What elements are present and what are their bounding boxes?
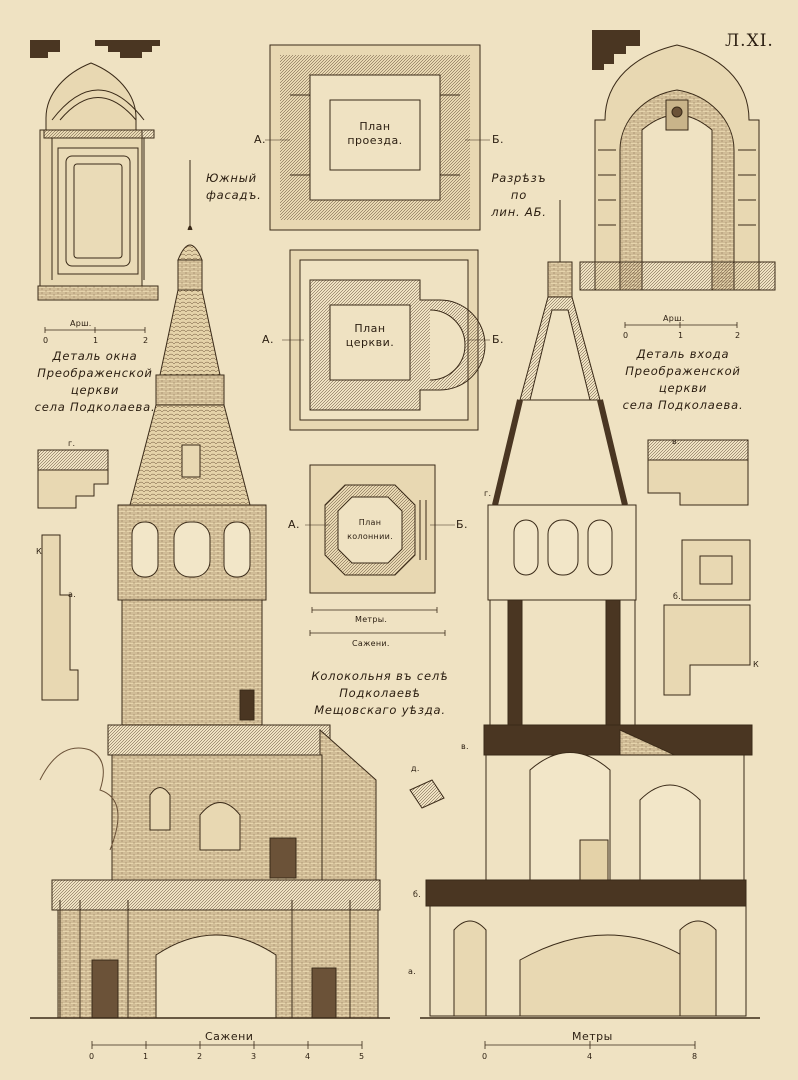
scale-arsh-right-tick-2: 2 — [735, 331, 741, 340]
mark-g-section: г. — [484, 489, 492, 498]
section-mark-b-3: Б. — [456, 518, 469, 531]
mark-v-right: в. — [672, 437, 680, 446]
mark-k-left: К — [36, 547, 42, 556]
plan-church-drawing — [289, 249, 486, 431]
entrance-detail-caption: Деталь входа Преображенской церкви села … — [622, 347, 744, 412]
mark-a-left: а. — [68, 590, 77, 599]
bell-tower-title: Колокольня въ селѣ Подколаевѣ Мещовскаго… — [311, 669, 449, 717]
mark-k-right: К — [753, 660, 759, 669]
profile-details-left — [37, 449, 109, 701]
mark-b-right: б. — [673, 592, 682, 601]
plan-church-label: План церкви. — [345, 322, 395, 349]
scale-sazheni-bottom-label: Сажени — [205, 1030, 254, 1043]
bell-tower-section-drawing — [420, 200, 760, 1019]
scale-sazheni-tick-2: 2 — [197, 1052, 203, 1061]
mark-a-section: а. — [408, 967, 417, 976]
scale-sazheni-tick-0: 0 — [89, 1052, 95, 1061]
scale-sazheni-tick-4: 4 — [305, 1052, 311, 1061]
section-ab-label: Разрѣзъ по лин. АБ. — [491, 171, 547, 219]
scale-arsh-right-tick-0: 0 — [623, 331, 629, 340]
cornice-profile-left — [30, 40, 160, 58]
plan-colonnade-label: План колоннии. — [347, 518, 393, 541]
scale-metres-bottom-label: Метры — [572, 1030, 613, 1043]
cornice-profile-right — [592, 30, 640, 70]
section-lines — [265, 139, 490, 526]
scale-arsh-right-label: Арш. — [663, 314, 685, 323]
scale-arsh-left-tick-2: 2 — [143, 336, 149, 345]
mark-v-section: в. — [461, 742, 469, 751]
section-mark-a-1: А. — [254, 133, 267, 146]
plate-number: Л.XI. — [725, 31, 774, 51]
entrance-detail-drawing — [579, 44, 776, 291]
scale-arsh-left-tick-1: 1 — [93, 336, 99, 345]
mark-g-left: г. — [68, 439, 76, 448]
detail-d-drawing — [409, 779, 445, 809]
profile-details-right — [647, 439, 751, 696]
scale-arsh-left-label: Арш. — [70, 319, 92, 328]
south-facade-label: Южный фасадъ. — [206, 171, 262, 202]
scale-arsh-left-tick-0: 0 — [43, 336, 49, 345]
scale-metres-tick-0: 0 — [482, 1052, 488, 1061]
section-mark-b-1: Б. — [492, 133, 505, 146]
scale-metres-tick-1: 4 — [587, 1052, 593, 1061]
mark-d: д. — [411, 764, 420, 773]
scale-metres-mid-label: Метры. — [355, 615, 388, 624]
bell-tower-facade-drawing — [30, 160, 390, 1019]
section-mark-a-3: А. — [288, 518, 301, 531]
plan-passage-drawing — [269, 44, 481, 231]
section-mark-a-2: А. — [262, 333, 275, 346]
scale-sazheni-tick-5: 5 — [359, 1052, 365, 1061]
scale-bars — [44, 322, 738, 1049]
section-mark-b-2: Б. — [492, 333, 505, 346]
plan-passage-label: План проезда. — [347, 120, 403, 147]
scale-sazheni-mid-label: Сажени. — [352, 639, 390, 648]
window-detail-drawing — [37, 62, 159, 301]
scale-sazheni-tick-1: 1 — [143, 1052, 149, 1061]
plan-colonnade-drawing — [309, 464, 436, 594]
mark-b-section: б. — [413, 890, 422, 899]
window-detail-caption: Деталь окна Преображенской церкви села П… — [34, 349, 156, 414]
scale-sazheni-tick-3: 3 — [251, 1052, 257, 1061]
scale-metres-tick-2: 8 — [692, 1052, 698, 1061]
scale-arsh-right-tick-1: 1 — [678, 331, 684, 340]
